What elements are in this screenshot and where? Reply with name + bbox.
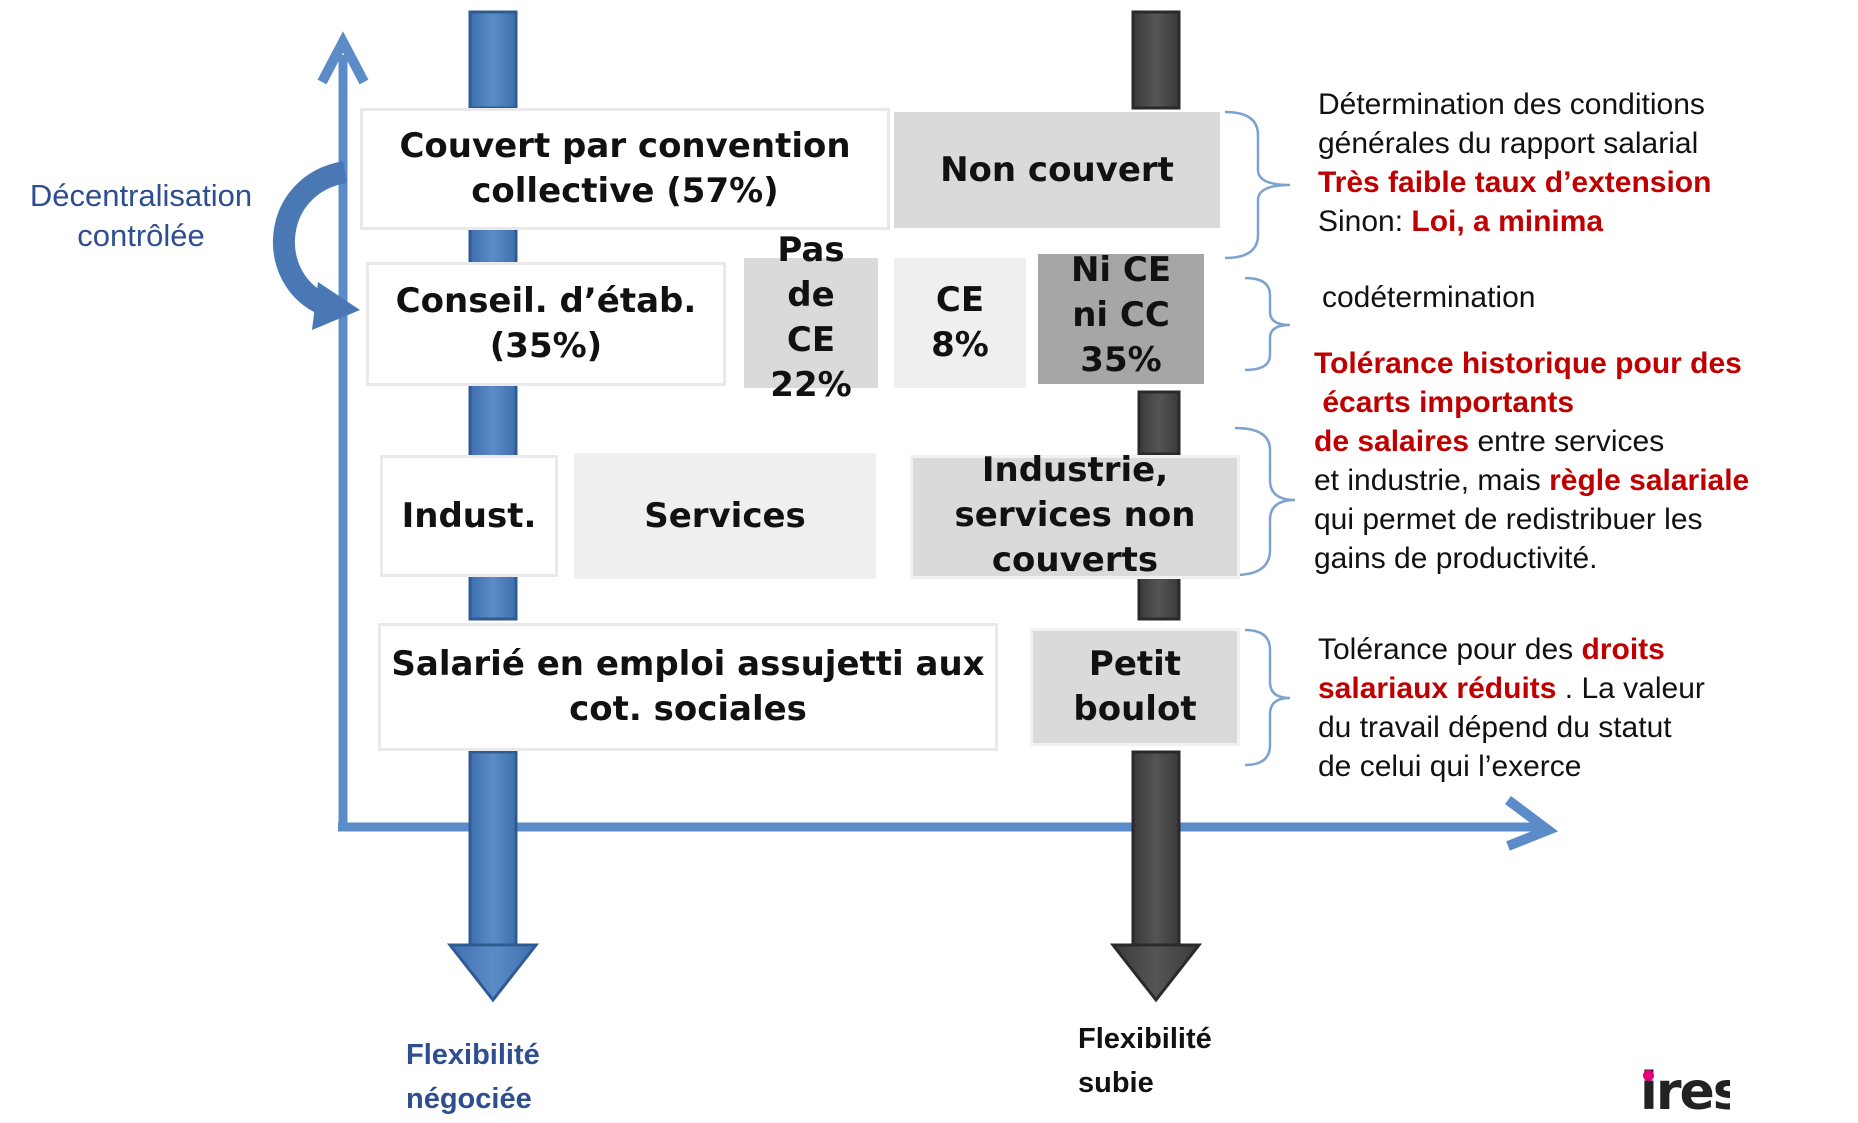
note3-line6: gains de productivité. [1314, 542, 1598, 575]
note-wage-gaps: Tolérance historique pour des écarts imp… [1314, 344, 1749, 578]
imposed-flexibility-label: Flexibilité subie [1078, 1018, 1212, 1105]
no-ce-line1: Pas [777, 230, 845, 270]
note3-line5: qui permet de redistribuer les [1314, 503, 1703, 536]
note1-line4: Sinon: Loi, a minima [1318, 205, 1604, 238]
note4-line3: du travail dépend du statut [1318, 711, 1672, 744]
works-council-only-box: CE 8% [894, 258, 1026, 388]
works-council-line1: Conseil. d’étab. [395, 281, 697, 322]
services-box: Services [574, 453, 876, 579]
logo-dot-icon [1643, 1070, 1654, 1081]
note-codetermination: codétermination [1322, 278, 1535, 317]
no-ce-line3: CE [786, 319, 836, 360]
no-works-council-box: Pas de CE 22% [744, 230, 878, 405]
horizontal-axis [338, 796, 1559, 851]
industry-box: Indust. [380, 455, 558, 577]
collective-agreement-box: Couvert par convention collective (57%) [360, 108, 890, 230]
uncovered-sectors-line3: couverts [991, 539, 1159, 580]
collective-agreement-line1: Couvert par convention [399, 126, 851, 167]
note4-line1: Tolérance pour des droits [1318, 633, 1665, 666]
ce-line1: CE [935, 280, 985, 321]
works-council-box: Conseil. d’étab. (35%) [366, 262, 726, 386]
not-covered-box: Non couvert [894, 112, 1220, 228]
decentralisation-label-line1: Décentralisation [29, 178, 253, 213]
ires-logo: ires [1640, 1066, 1730, 1123]
note3-line3: de salaires entre services [1314, 425, 1665, 458]
industry-label: Indust. [401, 495, 537, 536]
right-braces [1224, 110, 1296, 767]
odd-job-line1: Petit [1088, 644, 1182, 685]
negotiated-flexibility-label: Flexibilité négociée [406, 1034, 540, 1121]
note-general-conditions: Détermination des conditions générales d… [1318, 85, 1711, 241]
negotiated-line1: Flexibilité [406, 1039, 540, 1071]
note3-line1: Tolérance historique pour des [1314, 347, 1742, 380]
imposed-line2: subie [1078, 1066, 1154, 1099]
odd-job-box: Petit boulot [1030, 628, 1240, 746]
employee-line2: cot. sociales [569, 689, 807, 729]
note1-line3: Très faible taux d’extension [1318, 166, 1712, 199]
imposed-flexibility-bar [1109, 10, 1203, 1003]
imposed-line1: Flexibilité [1078, 1023, 1212, 1055]
logo-text: ires [1640, 1066, 1730, 1122]
neither-line1: Ni CE [1070, 250, 1172, 290]
uncovered-sectors-line1: Industrie, [981, 450, 1169, 490]
ce-line2: 8% [931, 325, 989, 365]
note1-line2: générales du rapport salarial [1318, 127, 1699, 160]
note4-line2: salariaux réduits . La valeur [1318, 672, 1705, 705]
uncovered-sectors-box: Industrie, services non couverts [910, 450, 1240, 580]
curved-arrow-icon [272, 161, 360, 330]
odd-job-line2: boulot [1073, 689, 1197, 729]
neither-line2: ni CC [1072, 294, 1170, 335]
note1-line1: Détermination des conditions [1318, 88, 1705, 121]
employee-line1: Salarié en emploi assujetti aux [391, 644, 985, 685]
neither-ce-nor-cc-box: Ni CE ni CC 35% [1038, 250, 1204, 384]
negotiated-line2: négociée [406, 1082, 532, 1115]
services-label: Services [644, 495, 806, 536]
uncovered-sectors-line2: services non [954, 494, 1196, 535]
works-council-line2: (35%) [489, 326, 603, 366]
neither-line3: 35% [1080, 339, 1162, 380]
note3-line4: et industrie, mais règle salariale [1314, 464, 1750, 497]
decentralisation-label-line2: contrôlée [77, 218, 205, 254]
decentralisation-label: Décentralisation contrôlée [6, 176, 276, 257]
note3-line2: écarts importants [1314, 386, 1575, 419]
vertical-axis [317, 31, 369, 830]
collective-agreement-line2: collective (57%) [471, 171, 779, 211]
note2-line1: codétermination [1322, 281, 1536, 314]
employee-box: Salarié en emploi assujetti aux cot. soc… [378, 623, 998, 751]
not-covered-label: Non couvert [940, 149, 1174, 190]
note-reduced-rights: Tolérance pour des droits salariaux rédu… [1318, 630, 1705, 786]
no-ce-line2: de [787, 274, 835, 315]
note4-line4: de celui qui l’exerce [1318, 750, 1582, 783]
no-ce-line4: 22% [770, 364, 852, 405]
